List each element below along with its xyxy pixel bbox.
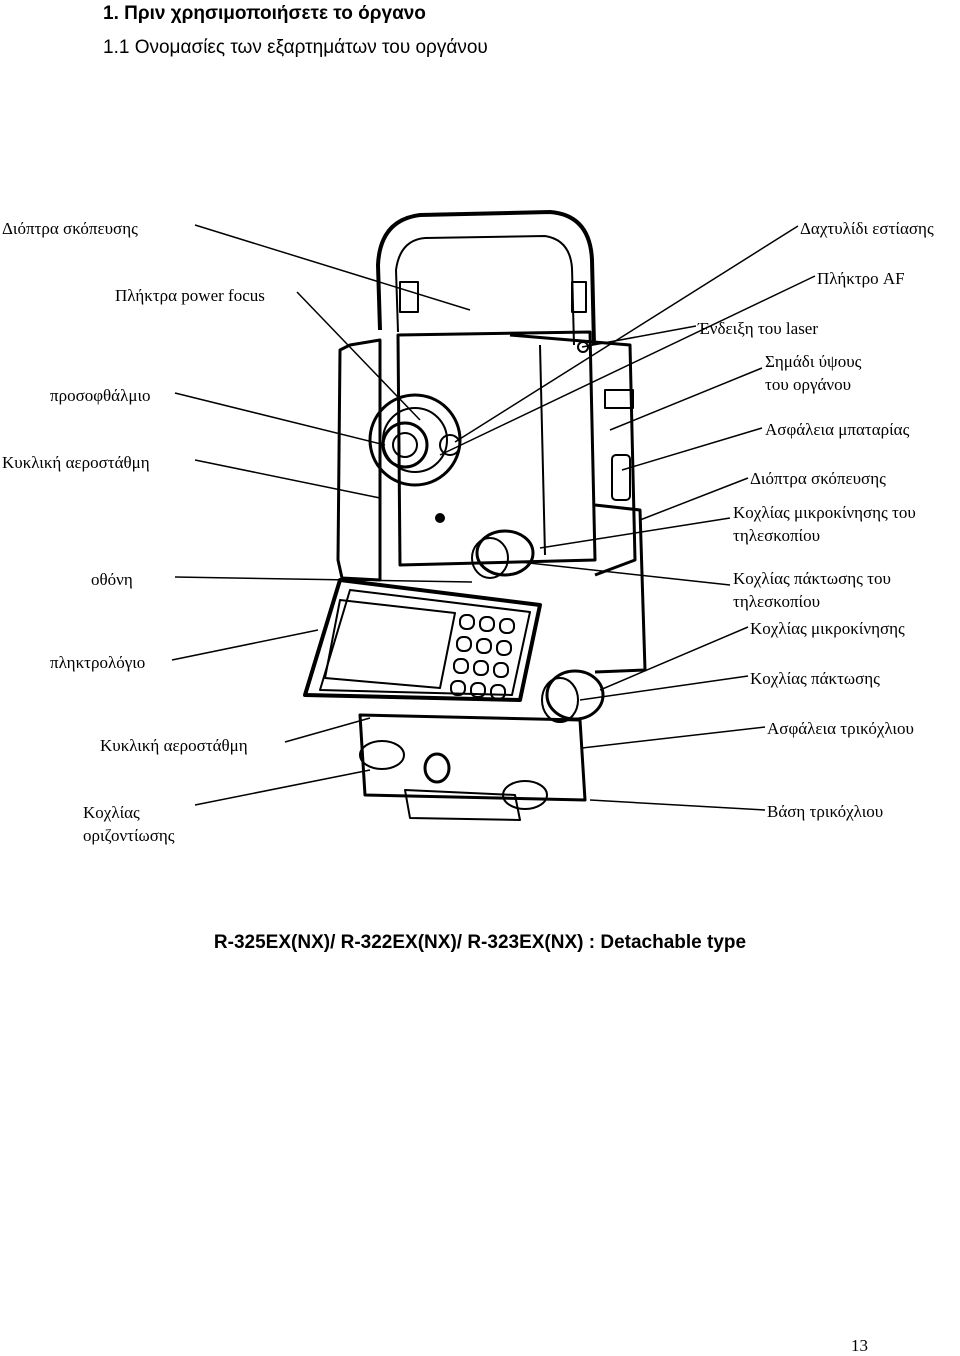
label-telescope-tangent-line2: τηλεσκοπίου [733, 526, 821, 545]
label-height-mark-line2: του οργάνου [765, 375, 852, 394]
section-heading: 1. Πριν χρησιμοποιήσετε το όργανο [103, 3, 426, 24]
label-tribrach-base: Βάση τρικόχλιου [767, 802, 884, 821]
label-focusing-ring: Δαχτυλίδι εστίασης [800, 219, 934, 238]
label-horizontal-tangent: Κοχλίας μικροκίνησης [750, 619, 905, 638]
label-battery-lock: Ασφάλεια μπαταρίας [765, 420, 910, 439]
label-circular-level-lower: Κυκλική αεροστάθμη [100, 736, 248, 755]
label-eyepiece: προσοφθάλμιο [50, 386, 151, 405]
label-laser-indicator: Ένδειξη του laser [698, 319, 819, 338]
label-telescope-tangent-line1: Κοχλίας μικροκίνησης του [733, 503, 916, 522]
label-leveling-screw-line1: Κοχλίας [83, 803, 140, 822]
label-af-key: Πλήκτρο AF [817, 269, 905, 288]
label-sighting-collimator-right: Διόπτρα σκόπευσης [750, 469, 886, 488]
label-telescope-clamp-line1: Κοχλίας πάκτωσης του [733, 569, 891, 588]
subsection-heading: 1.1 Ονομασίες των εξαρτημάτων του οργάνο… [103, 37, 488, 58]
label-horizontal-clamp: Κοχλίας πάκτωσης [750, 669, 880, 688]
label-telescope-clamp-line2: τηλεσκοπίου [733, 592, 821, 611]
label-power-focus-keys: Πλήκτρα power focus [115, 286, 265, 305]
label-circular-level-upper: Κυκλική αεροστάθμη [2, 453, 150, 472]
label-display: οθόνη [91, 570, 133, 589]
label-tribrach-lock: Ασφάλεια τρικόχλιου [767, 719, 914, 738]
label-leveling-screw-line2: οριζοντίωσης [83, 826, 175, 845]
label-height-mark-line1: Σημάδι ύψους [765, 352, 862, 371]
figure-caption: R-325EX(NX)/ R-322EX(NX)/ R-323EX(NX) : … [213, 932, 747, 953]
page-number: 13 [851, 1336, 868, 1355]
label-keyboard: πληκτρολόγιο [50, 653, 146, 672]
label-sighting-collimator-left: Διόπτρα σκόπευσης [2, 219, 138, 238]
